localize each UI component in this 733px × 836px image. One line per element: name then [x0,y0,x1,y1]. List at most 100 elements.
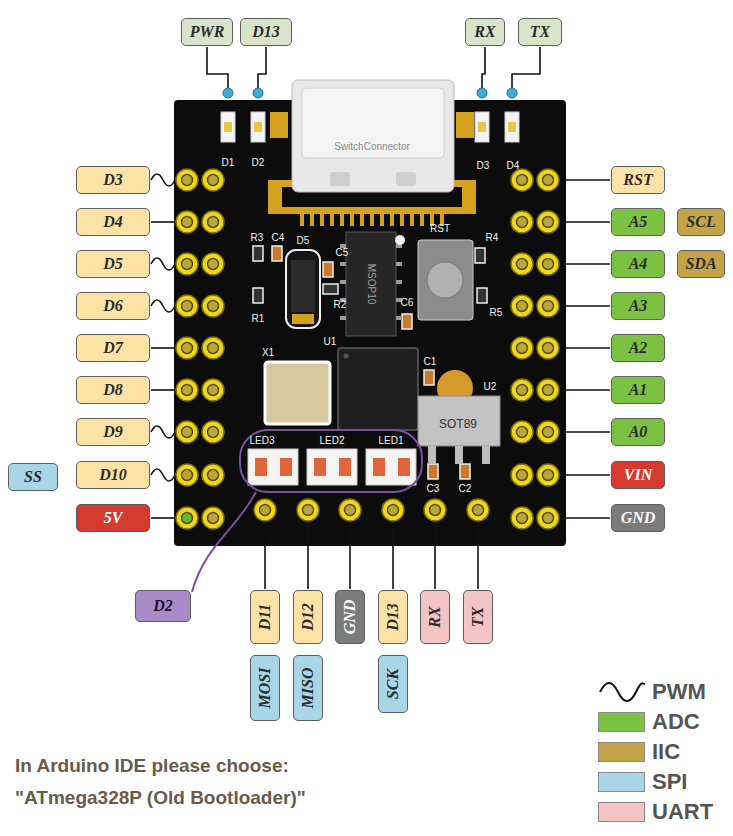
pin-name: GND [341,600,359,635]
silkscreen-label: C6 [401,297,414,308]
pin-label: D10 [76,461,150,489]
legend-text: SPI [652,769,687,795]
pin-name: RX [426,606,444,627]
pin-label: D4 [76,208,150,236]
pin-label: A5 [611,208,665,236]
pin-name: MISO [299,668,317,709]
silkscreen-label: MSOP10 [366,264,377,305]
pin-label: A1 [611,376,665,404]
legend-text: PWM [652,679,706,705]
pin-name: D8 [77,381,149,399]
pin-label: SDA [677,250,725,278]
pin-name: MOSI [256,668,274,709]
silkscreen-label: D4 [507,160,520,171]
pin-name: D4 [77,213,149,231]
pin-name: SDA [678,255,724,273]
pin-label: D8 [76,376,150,404]
silkscreen-label: SwitchConnector [334,141,410,152]
pin-label: A3 [611,292,665,320]
legend-text: UART [652,799,713,825]
legend-swatch [598,712,645,732]
pin-name: SCK [384,669,402,699]
silkscreen-label: LED3 [249,435,274,446]
pin-name: TX [469,607,487,627]
pin-name: A1 [612,381,664,399]
pin-label: TX [463,590,493,644]
pin-name: D5 [77,255,149,273]
pin-name: D12 [299,603,317,631]
silkscreen-label: X1 [262,347,274,358]
pin-name: D9 [77,423,149,441]
silkscreen-label: LED1 [378,435,403,446]
silkscreen-label: C4 [272,232,285,243]
pin-label: SCK [378,655,408,713]
pin-label: A2 [611,334,665,362]
silkscreen-label: U2 [484,381,497,392]
silkscreen-label: C3 [427,483,440,494]
silkscreen-label: D5 [297,235,310,246]
pin-name: A5 [612,213,664,231]
pin-name: PWR [182,23,232,41]
pin-name: D7 [77,339,149,357]
silkscreen-label: RST [430,223,450,234]
silkscreen-label: C1 [424,356,437,367]
pin-label: RX [420,590,450,644]
pin-name: SS [9,468,57,486]
legend-swatch [598,742,645,762]
note-text: "ATmega328P (Old Bootloader)" [15,787,306,809]
pin-name: D11 [256,604,274,631]
pin-name: D6 [77,297,149,315]
pin-label: VIN [611,461,665,489]
pin-label: RST [611,166,665,194]
pin-name: 5V [77,509,149,527]
pin-name: A0 [612,423,664,441]
pin-label: TX [518,18,562,46]
pin-label: 5V [76,504,150,532]
legend-wave [597,680,647,704]
pin-name: D13 [384,603,402,631]
pin-label: GND [611,504,665,532]
silkscreen-label: R3 [251,232,264,243]
silkscreen-label: SOT89 [439,417,477,431]
pin-name: D3 [77,171,149,189]
silkscreen-label: R5 [490,307,503,318]
pin-label: A0 [611,418,665,446]
silkscreen-label: C5 [336,247,349,258]
pin-name: A2 [612,339,664,357]
silkscreen-label: D1 [222,157,235,168]
legend-text: IIC [652,739,680,765]
pin-label: D7 [76,334,150,362]
pin-name: D10 [77,466,149,484]
legend-swatch [598,772,645,792]
pin-label: D3 [76,166,150,194]
pin-label: D6 [76,292,150,320]
pin-label: D11 [250,590,280,644]
legend-text: ADC [652,709,700,735]
pin-label: MISO [293,655,323,721]
pin-label: D13 [378,590,408,644]
wave-line [600,683,645,701]
pin-name: D13 [241,23,291,41]
pin-name: RX [466,23,504,41]
pin-label: D5 [76,250,150,278]
silkscreen-label: R4 [486,232,499,243]
pin-name: D2 [136,597,190,615]
silkscreen-label: R1 [252,313,265,324]
pin-name: RST [612,171,664,189]
pin-label: RX [465,18,505,46]
pin-label: D9 [76,418,150,446]
pin-label: D12 [293,590,323,644]
pin-label: A4 [611,250,665,278]
silkscreen-label: D2 [252,157,265,168]
pin-name: SCL [678,213,724,231]
pin-name: TX [519,23,561,41]
note-text: In Arduino IDE please choose: [15,755,289,777]
silkscreen-label: LED2 [319,435,344,446]
pin-name: GND [612,509,664,527]
silkscreen-label: U1 [324,336,337,347]
legend-swatch [598,802,645,822]
pin-name: A3 [612,297,664,315]
silkscreen-label: D3 [477,160,490,171]
pin-label: SS [8,463,58,491]
pin-label: PWR [181,18,233,46]
